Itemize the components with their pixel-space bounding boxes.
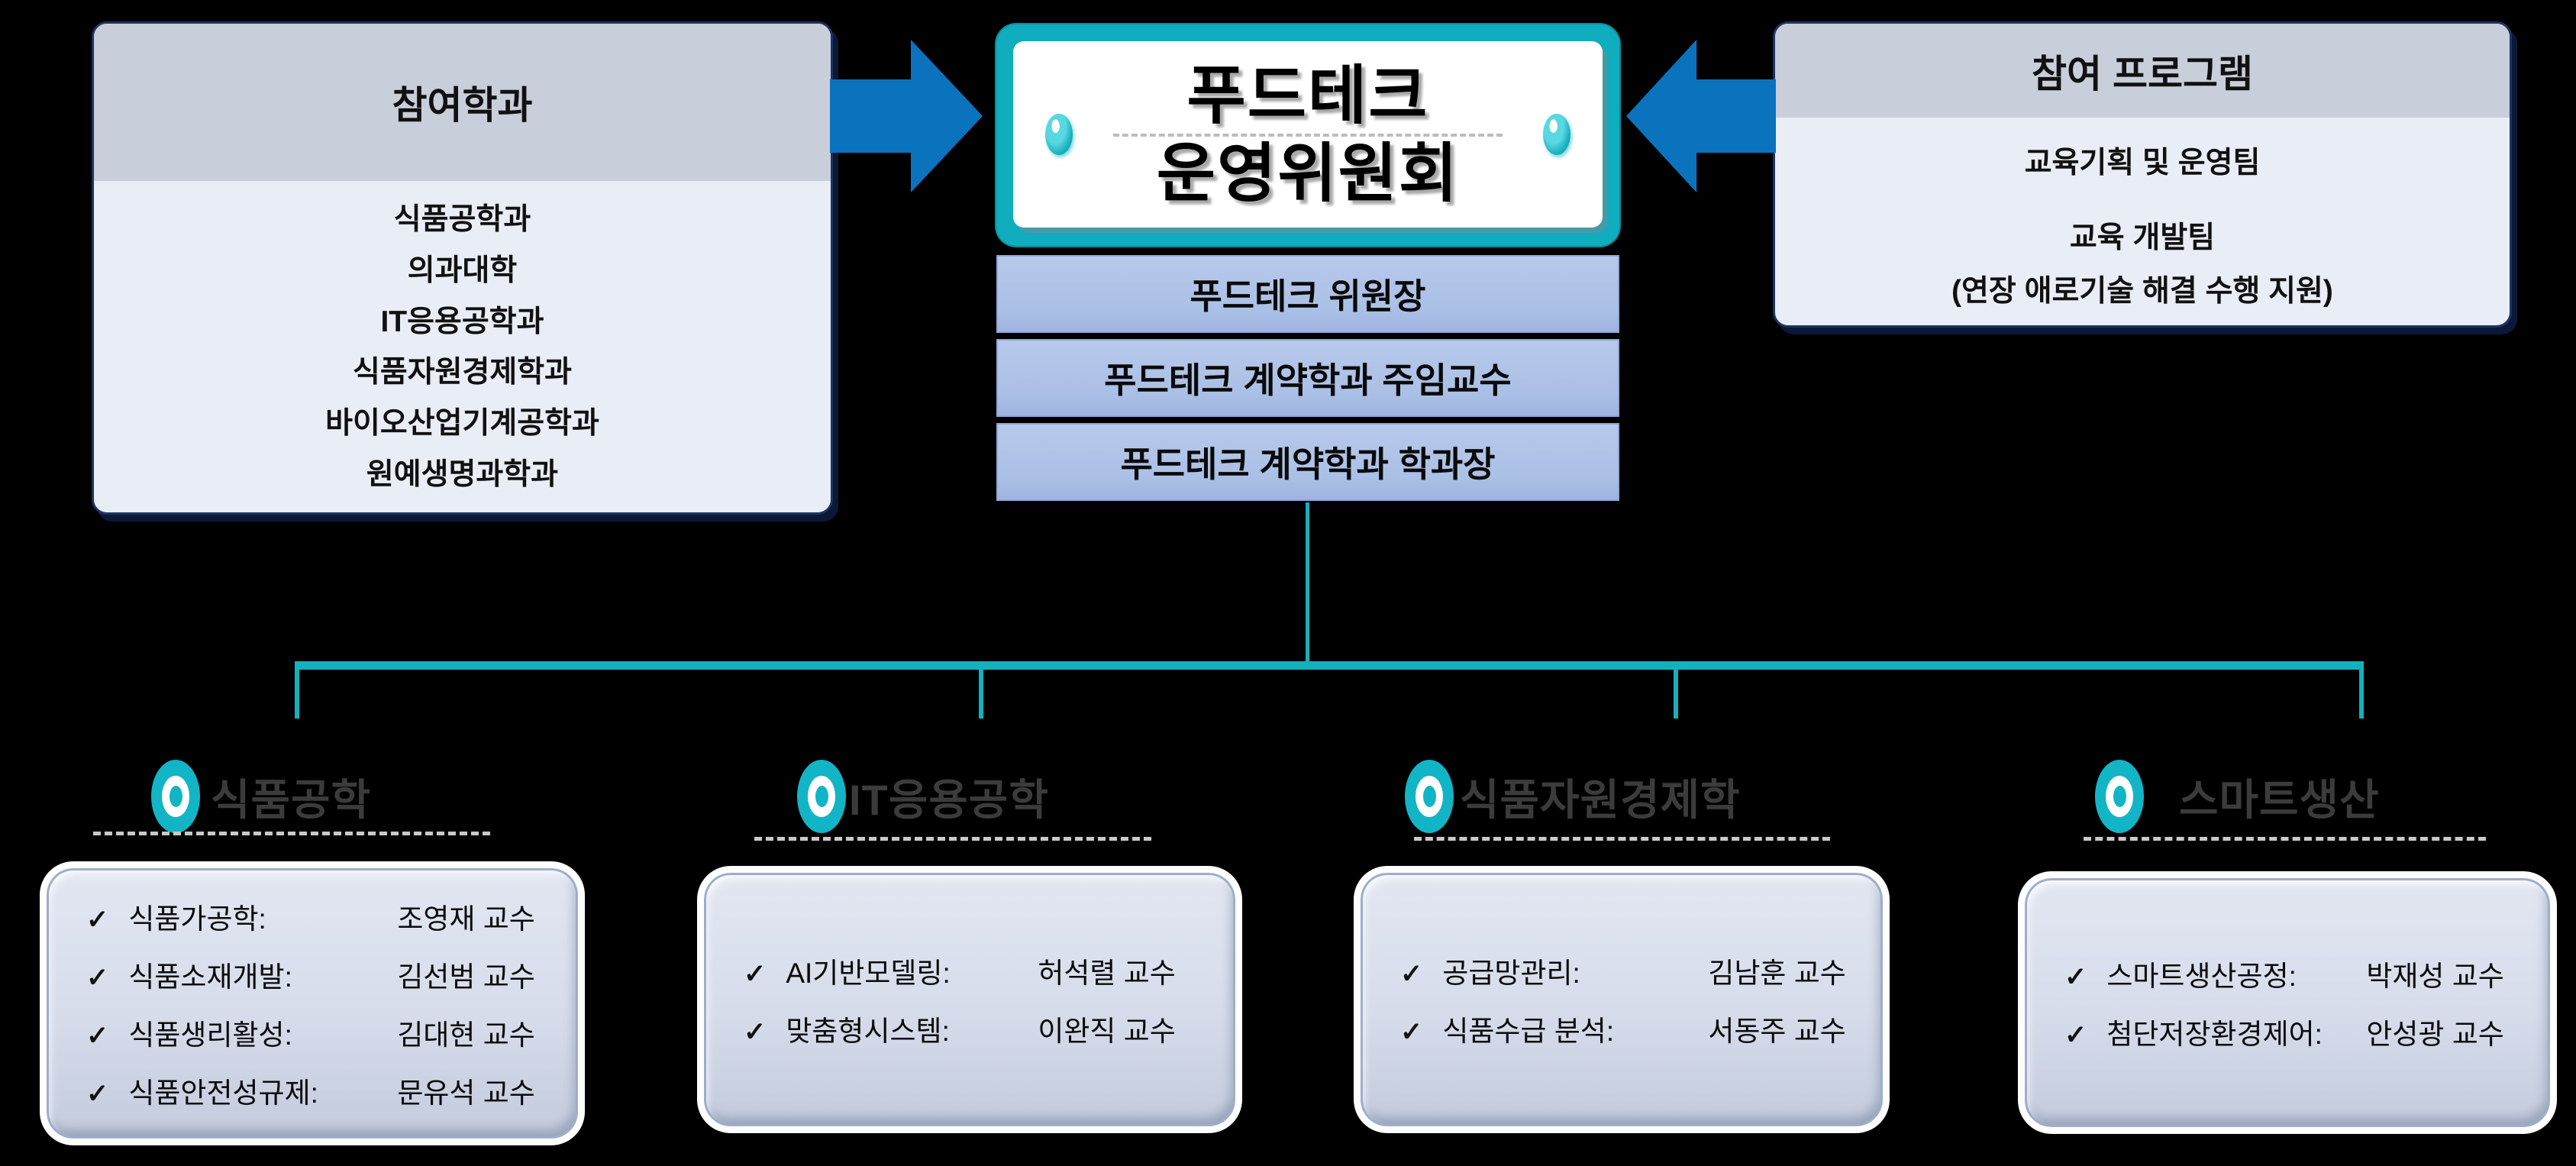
member-field: 첨단저장환경제어: (2106, 1019, 2323, 1050)
bead-icon (1543, 114, 1570, 155)
arrow-right-icon (830, 40, 983, 192)
role-head-professor: 푸드테크 계약학과 주임교수 (996, 339, 1619, 417)
section-dashed-underline (93, 832, 490, 835)
member-field: 식품생리활성: (128, 1019, 292, 1051)
section-title: 식품자원경제학 (1460, 775, 1741, 824)
committee-title-panel: 푸드테크 운영위원회 (1013, 41, 1603, 228)
bullet-ring-icon (151, 760, 200, 833)
program-item: 교육 개발팀 (2069, 221, 2216, 254)
member-field: 식품소재개발: (128, 961, 292, 993)
check-icon: ✓ (86, 963, 109, 993)
connector-horizontal-bar (295, 661, 2364, 670)
member-name: 문유석 교수 (397, 1077, 535, 1109)
member-row: ✓ 식품수급 분석: 서동주 교수 (1400, 1008, 1860, 1049)
section-dashed-underline (1414, 837, 1830, 841)
check-icon: ✓ (1400, 1017, 1423, 1047)
members-box-food-engineering: ✓ 식품가공학: 조영재 교수 ✓ 식품소재개발: 김선범 교수 ✓ 식품생리활… (40, 861, 585, 1145)
participating-departments-title: 참여학과 (94, 24, 831, 181)
participating-departments-list: 식품공학과 의과대학 IT응용공학과 식품자원경제학과 바이오산업기계공학과 원… (94, 181, 831, 512)
member-field: 공급망관리: (1442, 958, 1580, 989)
member-row: ✓ 맞춤형시스템: 이완직 교수 (744, 1008, 1212, 1049)
check-icon: ✓ (2064, 1020, 2087, 1050)
member-row: ✓ 식품생리활성: 김대현 교수 (86, 1012, 555, 1053)
member-field: 식품안전성규제: (128, 1077, 318, 1109)
check-icon: ✓ (2064, 962, 2087, 992)
member-name: 김대현 교수 (397, 1019, 535, 1051)
member-field: 스마트생산공정: (2106, 961, 2297, 992)
member-name: 박재성 교수 (2366, 961, 2504, 992)
connector-drop-line (1674, 668, 1678, 719)
member-field: 식품수급 분석: (1442, 1016, 1615, 1047)
connector-drop-line (2359, 668, 2364, 719)
section-dashed-underline (2084, 837, 2486, 841)
section-header-food-engineering: 식품공학 (151, 760, 371, 833)
member-row: ✓ 식품소재개발: 김선범 교수 (86, 954, 555, 995)
check-icon: ✓ (86, 1079, 109, 1109)
participating-departments-box: 참여학과 식품공학과 의과대학 IT응용공학과 식품자원경제학과 바이오산업기계… (92, 21, 833, 515)
members-box-smart-production: ✓ 스마트생산공정: 박재성 교수 ✓ 첨단저장환경제어: 안성광 교수 (2018, 871, 2557, 1134)
section-title: 스마트생산 (2179, 775, 2380, 824)
check-icon: ✓ (86, 905, 109, 935)
check-icon: ✓ (744, 1017, 767, 1047)
check-icon: ✓ (86, 1021, 109, 1051)
member-name: 이완직 교수 (1038, 1016, 1176, 1047)
member-name: 김남훈 교수 (1708, 958, 1846, 989)
participating-programs-list: 교육기획 및 운영팀 교육 개발팀 (연장 애로기술 해결 수행 지원) (1775, 118, 2510, 325)
program-item-note: (연장 애로기술 해결 수행 지원) (1951, 275, 2333, 308)
connector-stem-line (1306, 502, 1309, 663)
department-item: 바이오산업기계공학과 (325, 406, 599, 440)
department-item: 식품공학과 (393, 203, 531, 237)
arrow-left-icon (1626, 40, 1776, 192)
participating-programs-title: 참여 프로그램 (1775, 24, 2510, 118)
connector-drop-line (295, 668, 299, 719)
dashed-divider (1113, 134, 1503, 137)
member-row: ✓ 첨단저장환경제어: 안성광 교수 (2064, 1011, 2527, 1052)
member-row: ✓ 식품가공학: 조영재 교수 (86, 896, 555, 937)
check-icon: ✓ (744, 959, 767, 989)
members-box-it-applied-engineering: ✓ AI기반모델링: 허석렬 교수 ✓ 맞춤형시스템: 이완직 교수 (697, 866, 1242, 1133)
member-name: 조영재 교수 (397, 903, 535, 935)
section-title: 식품공학 (211, 775, 372, 824)
committee-title-line2: 운영위원회 (1156, 137, 1460, 209)
section-header-smart-production: 스마트생산 (2095, 760, 2380, 833)
connector-drop-line (979, 668, 983, 719)
committee-title-box: 푸드테크 운영위원회 (996, 24, 1619, 246)
member-field: 맞춤형시스템: (786, 1016, 950, 1047)
committee-title-line1: 푸드테크 (1186, 60, 1429, 131)
member-row: ✓ 공급망관리: 김남훈 교수 (1400, 950, 1860, 991)
department-item: IT응용공학과 (380, 305, 544, 338)
member-field: AI기반모델링: (786, 958, 951, 989)
member-field: 식품가공학: (128, 903, 266, 935)
program-item: 교육기획 및 운영팀 (2024, 147, 2261, 179)
department-item: 식품자원경제학과 (352, 356, 573, 389)
section-header-food-resource-economics: 식품자원경제학 (1405, 760, 1741, 833)
members-box-food-resource-economics: ✓ 공급망관리: 김남훈 교수 ✓ 식품수급 분석: 서동주 교수 (1354, 866, 1890, 1133)
member-name: 김선범 교수 (397, 961, 535, 993)
bullet-ring-icon (797, 760, 846, 833)
bullet-ring-icon (2095, 760, 2144, 833)
section-title: IT응용공학 (849, 775, 1049, 824)
member-name: 서동주 교수 (1708, 1016, 1846, 1047)
bullet-ring-icon (1405, 760, 1454, 833)
department-item: 원예생명과학과 (366, 457, 559, 491)
role-chairman: 푸드테크 위원장 (996, 255, 1619, 333)
member-name: 안성광 교수 (2366, 1019, 2504, 1050)
bead-icon (1045, 114, 1073, 155)
role-department-chief: 푸드테크 계약학과 학과장 (996, 423, 1619, 501)
participating-programs-box: 참여 프로그램 교육기획 및 운영팀 교육 개발팀 (연장 애로기술 해결 수행… (1773, 21, 2512, 328)
check-icon: ✓ (1400, 959, 1423, 989)
section-dashed-underline (754, 837, 1151, 841)
member-row: ✓ AI기반모델링: 허석렬 교수 (744, 950, 1212, 991)
member-row: ✓ 스마트생산공정: 박재성 교수 (2064, 953, 2527, 994)
member-row: ✓ 식품안전성규제: 문유석 교수 (86, 1070, 555, 1111)
section-header-it-applied-engineering: IT응용공학 (797, 760, 1049, 833)
member-name: 허석렬 교수 (1038, 958, 1176, 989)
department-item: 의과대학 (407, 254, 518, 287)
